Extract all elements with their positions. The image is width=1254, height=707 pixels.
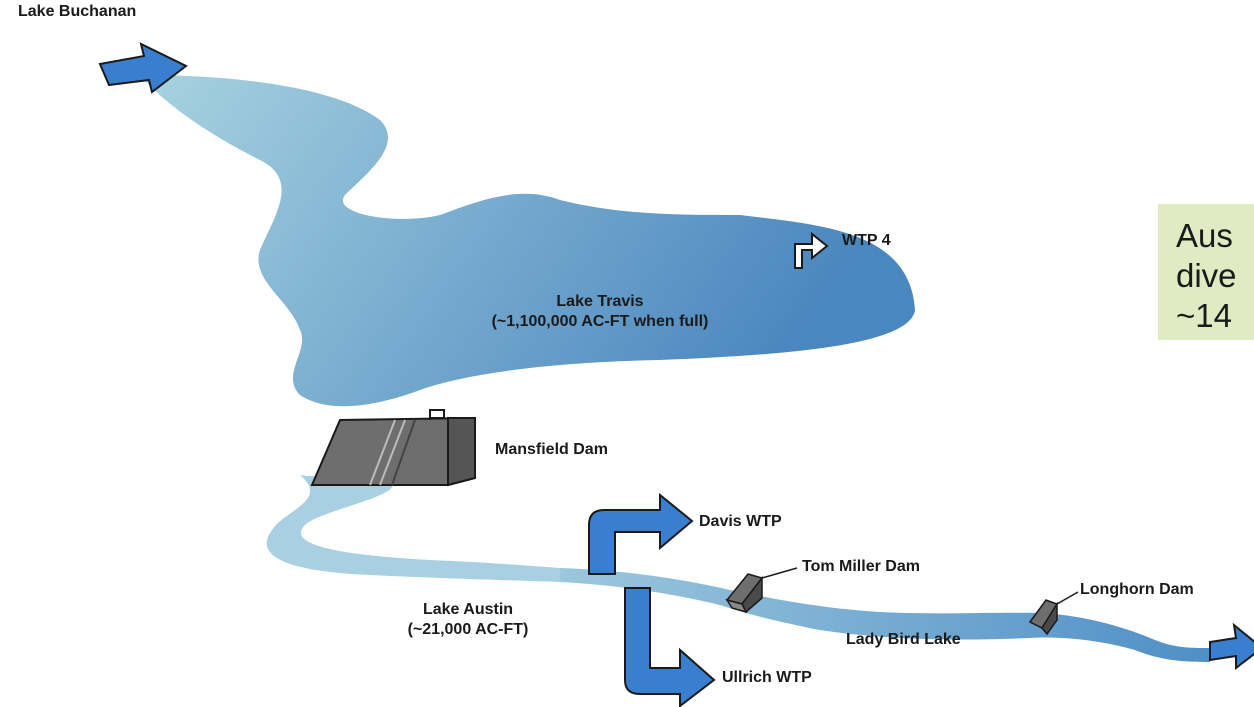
- lake-travis-name: Lake Travis: [556, 293, 644, 310]
- lake-travis-label: Lake Travis (~1,100,000 AC-FT when full): [420, 292, 780, 332]
- wtp4-label: WTP 4: [842, 232, 891, 249]
- lake-austin-upper-shape: [266, 475, 560, 582]
- river-outlet-arrow: [1209, 622, 1254, 671]
- lake-travis-shape: [140, 75, 915, 407]
- lake-austin-name: Lake Austin: [422, 601, 514, 618]
- davis-wtp-diversion-arrow: [588, 492, 694, 575]
- note-line-2: dive: [1176, 257, 1237, 294]
- lake-buchanan-inflow-arrow: [98, 42, 188, 94]
- lake-buchanan-label: Lake Buchanan: [18, 3, 137, 20]
- note-line-1: Aus: [1176, 217, 1233, 254]
- ullrich-wtp-label: Ullrich WTP: [722, 669, 812, 686]
- lake-travis-volume: (~1,100,000 AC-FT when full): [491, 313, 709, 330]
- davis-wtp-label: Davis WTP: [699, 513, 782, 530]
- tom-miller-dam-icon: [725, 567, 798, 614]
- mansfield-dam-icon: [310, 409, 476, 487]
- ullrich-wtp-diversion-arrow: [624, 587, 716, 707]
- tom-miller-dam-label: Tom Miller Dam: [802, 558, 920, 575]
- lake-austin-volume: (~21,000 AC-FT): [407, 621, 529, 638]
- lake-austin-label: Lake Austin (~21,000 AC-FT): [368, 600, 568, 640]
- river-shape: [560, 568, 1210, 662]
- longhorn-dam-label: Longhorn Dam: [1080, 581, 1194, 598]
- longhorn-dam-icon: [1028, 591, 1079, 636]
- diversion-note-box: Aus dive ~14: [1158, 204, 1254, 340]
- note-line-3: ~14: [1176, 297, 1232, 334]
- lady-bird-lake-label: Lady Bird Lake: [846, 631, 961, 648]
- mansfield-dam-label: Mansfield Dam: [495, 441, 608, 458]
- wtp4-diversion-arrow: [794, 231, 829, 269]
